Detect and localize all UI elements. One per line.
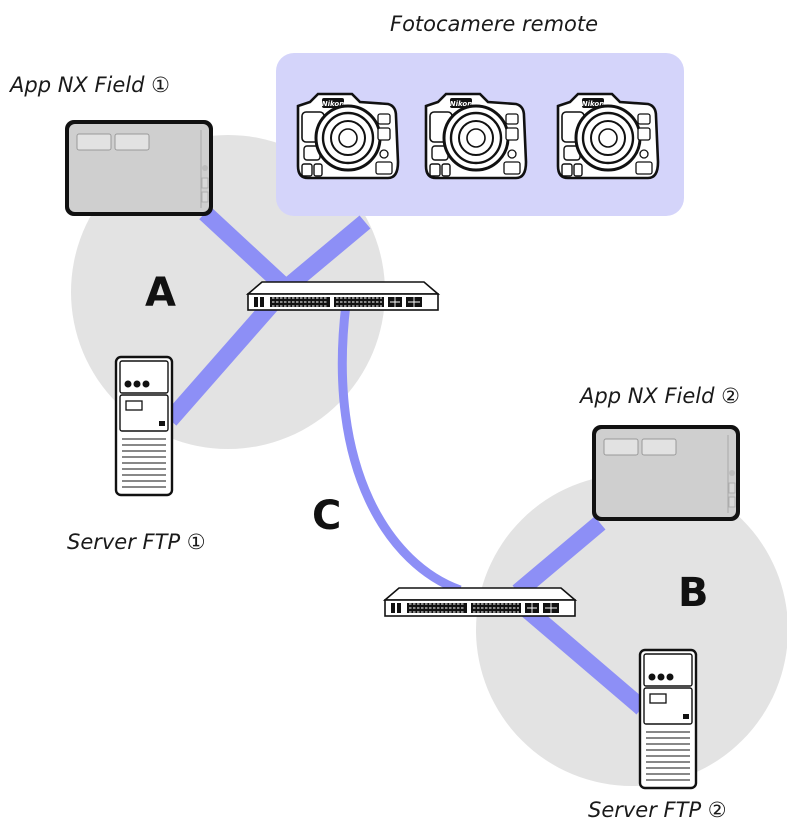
zone-label-a: A [145,270,176,316]
zone-label-b: B [678,570,709,616]
label-ftp2: Server FTP ② [588,798,727,822]
tablet-icon-app2 [591,424,741,522]
label-remote-cameras: Fotocamere remote [390,12,599,36]
link-switch1-switch2 [337,303,462,595]
label-ftp1: Server FTP ① [67,530,206,554]
link-lines [163,206,648,715]
link-cameras-switch1 [280,215,371,295]
tablet-icon-app1 [64,119,214,217]
camera-icon-3 [556,92,660,180]
zone-label-c: C [312,493,342,539]
network-switch-icon-1 [247,281,439,311]
server-icon-ftp1 [114,355,174,497]
link-switch2-ftp2 [512,595,648,715]
link-app1-switch1 [199,206,292,295]
label-app2: App NX Field ② [580,384,740,408]
label-app1: App NX Field ① [10,73,170,97]
link-switch2-app2 [512,516,606,599]
network-switch-icon-2 [384,587,576,617]
server-icon-ftp2 [638,648,698,790]
camera-icon-1 [296,92,400,180]
camera-icon-2 [424,92,528,180]
